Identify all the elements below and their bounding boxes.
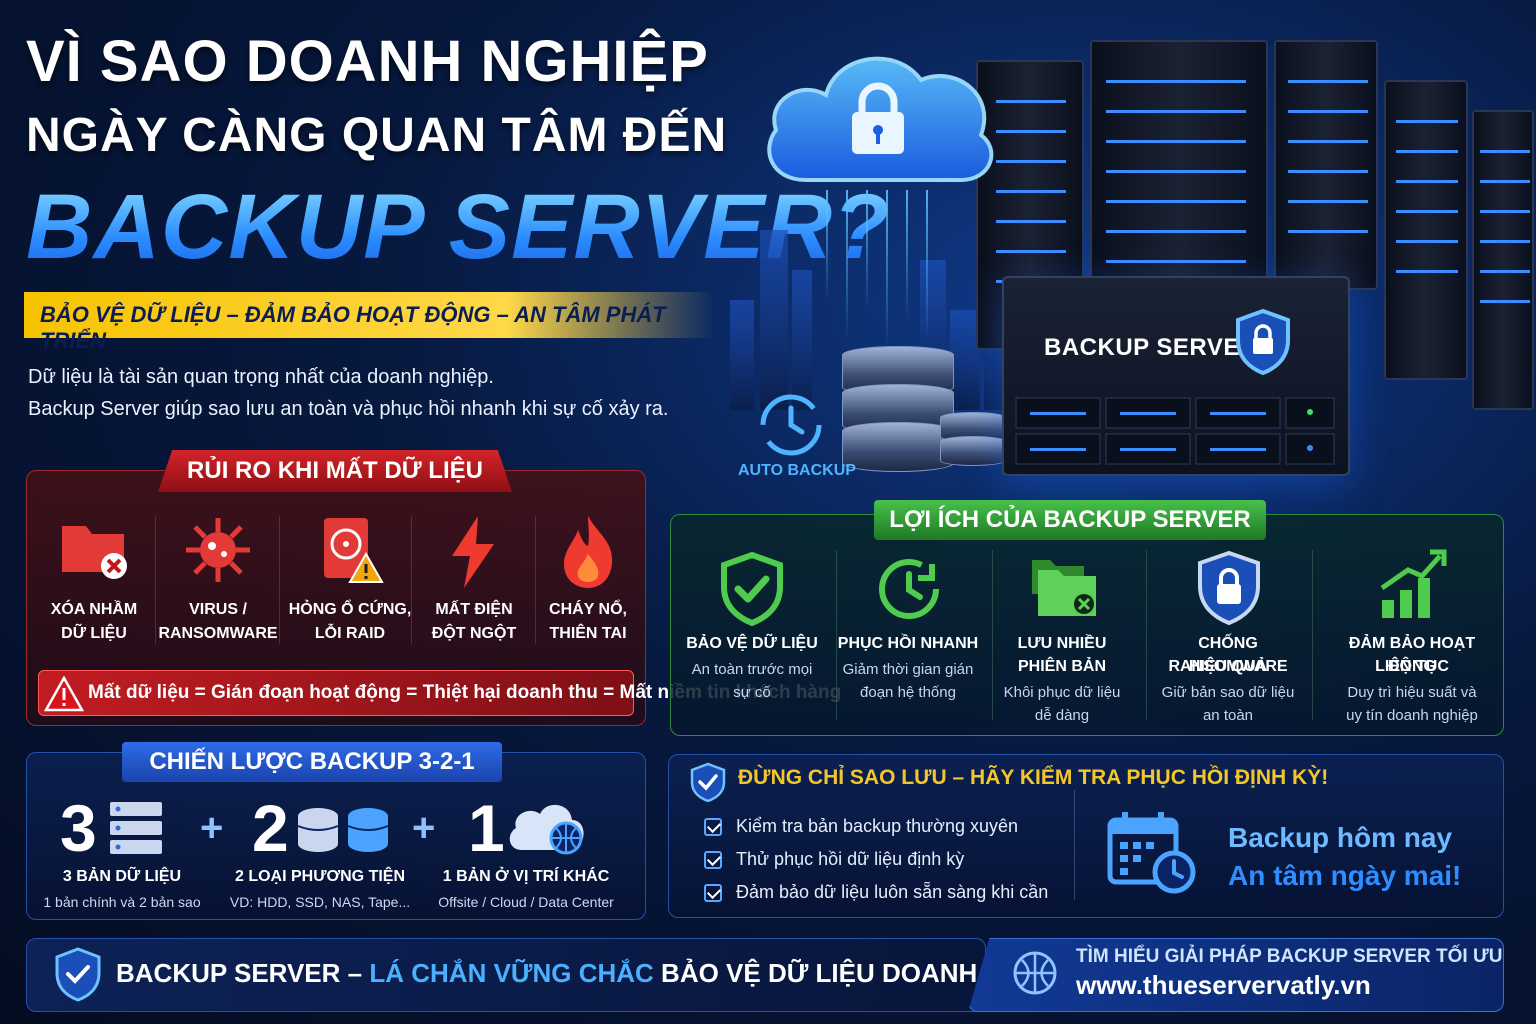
server-rack [1472,110,1534,410]
risk-item: CHÁY NỔ,THIÊN TAI [526,510,650,650]
footer-slogan: BACKUP SERVER – LÁ CHẮN VỮNG CHẮC BẢO VỆ… [116,958,1085,988]
disks-icon [297,808,389,852]
risk-warning-text: Mất dữ liệu = Gián đoạn hoạt động = Thiệ… [88,682,842,703]
checkbox-icon [704,818,722,836]
calendar-clock-icon [1107,812,1196,894]
shield-lock-icon [1198,550,1260,626]
growth-chart-icon [1380,549,1447,618]
intro-text-2: Backup Server giúp sao lưu an toàn và ph… [28,398,669,420]
hdd-warning-icon [324,518,384,583]
warning-triangle-icon [44,676,84,712]
globe-icon [1013,951,1057,995]
checkbox-icon [704,851,722,869]
strategy-number: 1 [468,791,505,865]
cloud-lock-icon [767,56,994,182]
risk-warning-bar [38,670,634,716]
intro-text-1: Dữ liệu là tài sản quan trọng nhất của d… [28,366,494,388]
checkbox-icon [704,884,722,902]
check-heading: ĐỪNG CHỈ SAO LƯU – HÃY KIỂM TRA PHỤC HỒI… [738,766,1329,789]
title-line-2: NGÀY CÀNG QUAN TÂM ĐẾN [26,109,728,162]
benefit-item: LƯU NHIỀU PHIÊN BẢN Khôi phục dữ liệu dễ… [982,540,1147,730]
folders-icon [1032,560,1096,616]
folder-delete-icon [62,526,127,579]
risk-item: HỎNG Ổ CỨNG,LỖI RAID [288,510,412,650]
strategy-heading: CHIẾN LƯỢC BACKUP 3-2-1 [122,742,502,782]
footer-banner [26,938,986,1012]
fire-icon [564,516,613,588]
cloud-globe-icon [509,804,584,855]
risk-item: VIRUS /RANSOMWARE [156,510,280,650]
risk-heading: RỦI RO KHI MẤT DỮ LIỆU [158,450,512,492]
title-line-3: BACKUP SERVER? [26,176,891,278]
footer-cta-box[interactable] [968,938,1504,1012]
sync-clock-icon [760,394,822,456]
benefit-item: BẢO VỆ DỮ LIỆU An toàn trước mọi sự cố [672,540,837,730]
footer-cta-text: TÌM HIỂU GIẢI PHÁP BACKUP SERVER TỐI ƯU [1076,946,1503,967]
check-panel [668,754,1504,918]
clock-refresh-icon [879,559,939,619]
website-link[interactable]: www.thueservervatly.vn [1076,970,1371,1000]
backup-server-label: BACKUP SERVER [1044,334,1258,361]
strategy-number: 2 [252,791,289,865]
benefit-item: PHỤC HỒI NHANH Giảm thời gian gián đoạn … [828,540,993,730]
shield-check-icon [690,762,726,802]
benefit-heading: LỢI ÍCH CỦA BACKUP SERVER [874,500,1266,540]
server-stack-icon [110,802,162,854]
server-bays [1015,397,1335,465]
shield-lock-icon [1236,308,1290,376]
benefit-item: CHỐNG RANSOMWARE HIỆU QUẢ Giữ bản sao dữ… [1148,540,1313,730]
shield-check-icon [721,552,783,626]
tagline-banner: BẢO VỆ DỮ LIỆU – ĐẢM BẢO HOẠT ĐỘNG – AN … [24,292,714,353]
shield-check-icon [55,947,101,1002]
lightning-icon [452,516,494,588]
slogan-line-1: Backup hôm nay [1228,822,1453,853]
benefit-panel [670,514,1504,736]
virus-icon [186,518,250,582]
slogan-line-2: An tâm ngày mai! [1228,860,1462,891]
title-line-1: VÌ SAO DOANH NGHIỆP [26,29,709,94]
server-rack [1384,80,1468,380]
server-leds [996,80,1530,303]
strategy-number: 3 [60,791,97,865]
auto-backup-label: AUTO BACKUP [738,462,856,479]
benefit-item: ĐẢM BẢO HOẠT ĐỘNG LIÊN TỤC Duy trì hiệu … [1332,540,1492,730]
